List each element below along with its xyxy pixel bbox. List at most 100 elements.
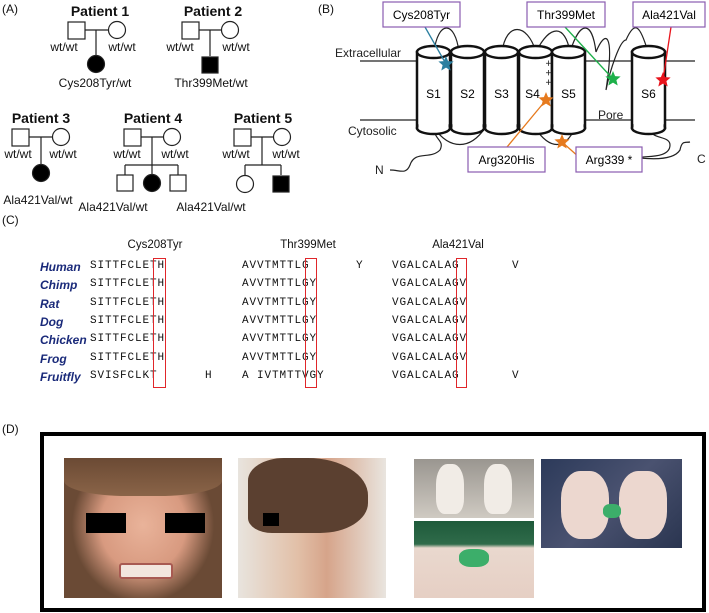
patient-3-title: Patient 3 <box>11 110 71 126</box>
sequence-segment-1: SITTFCLETH <box>90 260 166 272</box>
channel-topology-diagram: S1 S2 S3 S4 S5 S6 Extracellular Cytosoli… <box>335 1 706 177</box>
s4-charges: + + + <box>542 60 554 85</box>
mutation-label: Thr399Met <box>537 8 596 22</box>
transmembrane-segment-5: S5 <box>550 44 587 136</box>
affected-child-symbol <box>31 163 51 183</box>
sequence-segment-2: AVVTMTTLGY <box>242 278 318 291</box>
sequence-segment-1: SITTFCLETH <box>90 351 166 364</box>
mutation-callout: Thr399Met <box>526 1 621 86</box>
father-symbol <box>181 21 200 40</box>
sequence-offset-residue: H <box>205 369 213 382</box>
patient-2-genotype: Thr399Met/wt <box>174 76 248 90</box>
eye-censor-bar <box>165 513 205 533</box>
n-terminus-label: N <box>375 163 384 177</box>
sequence-offset-residue: Y <box>356 260 364 272</box>
sequence-offset-residue: V <box>512 260 520 272</box>
mutation-star-icon <box>605 71 621 86</box>
species-name: Chimp <box>40 278 78 293</box>
mutation-callout: Arg339 * <box>554 134 643 173</box>
sequence-offset-residue: V <box>512 369 520 382</box>
sequence-segment-1: SITTFCLETH <box>90 296 166 309</box>
patient-3-genotype: Ala421Val/wt <box>3 193 73 207</box>
species-name: Chicken <box>40 333 87 348</box>
sequence-segment-1: SVISFCLKT <box>90 369 158 382</box>
sequence-segment-3: VGALCALAGV <box>392 351 468 364</box>
mutation-star-icon <box>438 56 454 71</box>
patient-1-title: Patient 1 <box>70 3 130 19</box>
sequence-segment-3: VGALCALAGV <box>392 296 468 309</box>
segment-label: S1 <box>426 87 441 101</box>
mutation-callout: Ala421Val <box>632 1 706 87</box>
patient-4-father-genotype: wt/wt <box>113 147 141 161</box>
transmembrane-segment-6: S6 <box>630 44 667 136</box>
sequence-segment-3: VGALCALAGV <box>392 333 468 346</box>
sequence-segment-2: AVVTMTTLGY <box>242 351 318 364</box>
extracellular-label: Extracellular <box>335 46 401 60</box>
palms-photo <box>541 459 682 548</box>
sequence-segment-3: VGALCALAG <box>392 260 460 272</box>
mother-symbol <box>51 127 71 147</box>
father-symbol <box>123 128 142 147</box>
patient-1-mother-genotype: wt/wt <box>108 40 136 54</box>
mother-symbol <box>107 20 127 40</box>
species-name: Dog <box>40 314 64 329</box>
sequence-segment-2: AVVTMTTLGY <box>242 296 318 309</box>
mutation-star-icon <box>655 72 671 87</box>
panel-d-label: (D) <box>2 422 19 436</box>
pedigree-drawings <box>11 20 292 194</box>
panel-c-label: (C) <box>2 213 19 227</box>
patient-face-frontal-photo <box>64 458 222 598</box>
segment-label: S5 <box>561 87 576 101</box>
patient-5-genotype: Ala421Val/wt <box>176 200 246 214</box>
alignment-header-ala421val: Ala421Val <box>432 239 484 251</box>
father-symbol <box>67 21 86 40</box>
segment-label: S6 <box>641 87 656 101</box>
segment-label: S2 <box>460 87 475 101</box>
mutation-star-icon <box>538 92 554 107</box>
patient-4-mother-genotype: wt/wt <box>161 147 189 161</box>
eye-censor-bar <box>263 513 279 526</box>
sequence-segment-2: A IVTMTTVGY <box>242 369 325 382</box>
mutation-label: Arg320His <box>478 153 534 167</box>
patient-2-father-genotype: wt/wt <box>166 40 194 54</box>
segment-label: S4 <box>525 87 540 101</box>
mother-symbol <box>272 127 292 147</box>
mother-symbol <box>220 20 240 40</box>
sequence-segment-2: AVVTMTTLGY <box>242 333 318 346</box>
segment-label: S3 <box>494 87 509 101</box>
c-terminus-label: C <box>697 152 706 166</box>
sequence-segment-2: AVVTMTTLG <box>242 260 310 272</box>
sequence-segment-3: VGALCALAGV <box>392 278 468 291</box>
patient-2-title: Patient 2 <box>183 3 243 19</box>
sequence-segment-1: SITTFCLETH <box>90 278 166 291</box>
patient-3-mother-genotype: wt/wt <box>49 147 77 161</box>
conserved-residue-box-2 <box>305 258 317 388</box>
panel-b-label: (B) <box>318 2 334 16</box>
species-name: Rat <box>40 296 60 311</box>
sequence-segment-3: VGALCALAGV <box>392 314 468 327</box>
species-name: Fruitfly <box>40 369 81 384</box>
patient-3-father-genotype: wt/wt <box>4 147 32 161</box>
species-name: Human <box>40 260 81 274</box>
panel-a-label: (A) <box>2 2 18 16</box>
sequence-segment-2: AVVTMTTLGY <box>242 314 318 327</box>
mother-symbol <box>162 127 182 147</box>
patient-2-mother-genotype: wt/wt <box>222 40 250 54</box>
mutation-callout: Cys208Tyr <box>382 1 461 71</box>
mutation-label: Ala421Val <box>642 8 696 22</box>
father-symbol <box>11 128 30 147</box>
patient-face-profile-photo <box>238 458 386 598</box>
patient-1-father-genotype: wt/wt <box>50 40 78 54</box>
mutation-star-icon <box>554 134 570 149</box>
cytosolic-label: Cytosolic <box>348 124 397 138</box>
affected-child-symbol <box>86 54 106 74</box>
feet-photo <box>414 459 534 518</box>
patient-5-father-genotype: wt/wt <box>222 147 250 161</box>
conserved-residue-box-3 <box>456 258 467 388</box>
patient-4-title: Patient 4 <box>123 110 183 126</box>
sequence-segment-1: SITTFCLETH <box>90 333 166 346</box>
mutation-label: Arg339 * <box>586 153 633 167</box>
species-name: Frog <box>40 351 67 366</box>
patient-5-title: Patient 5 <box>233 110 293 126</box>
